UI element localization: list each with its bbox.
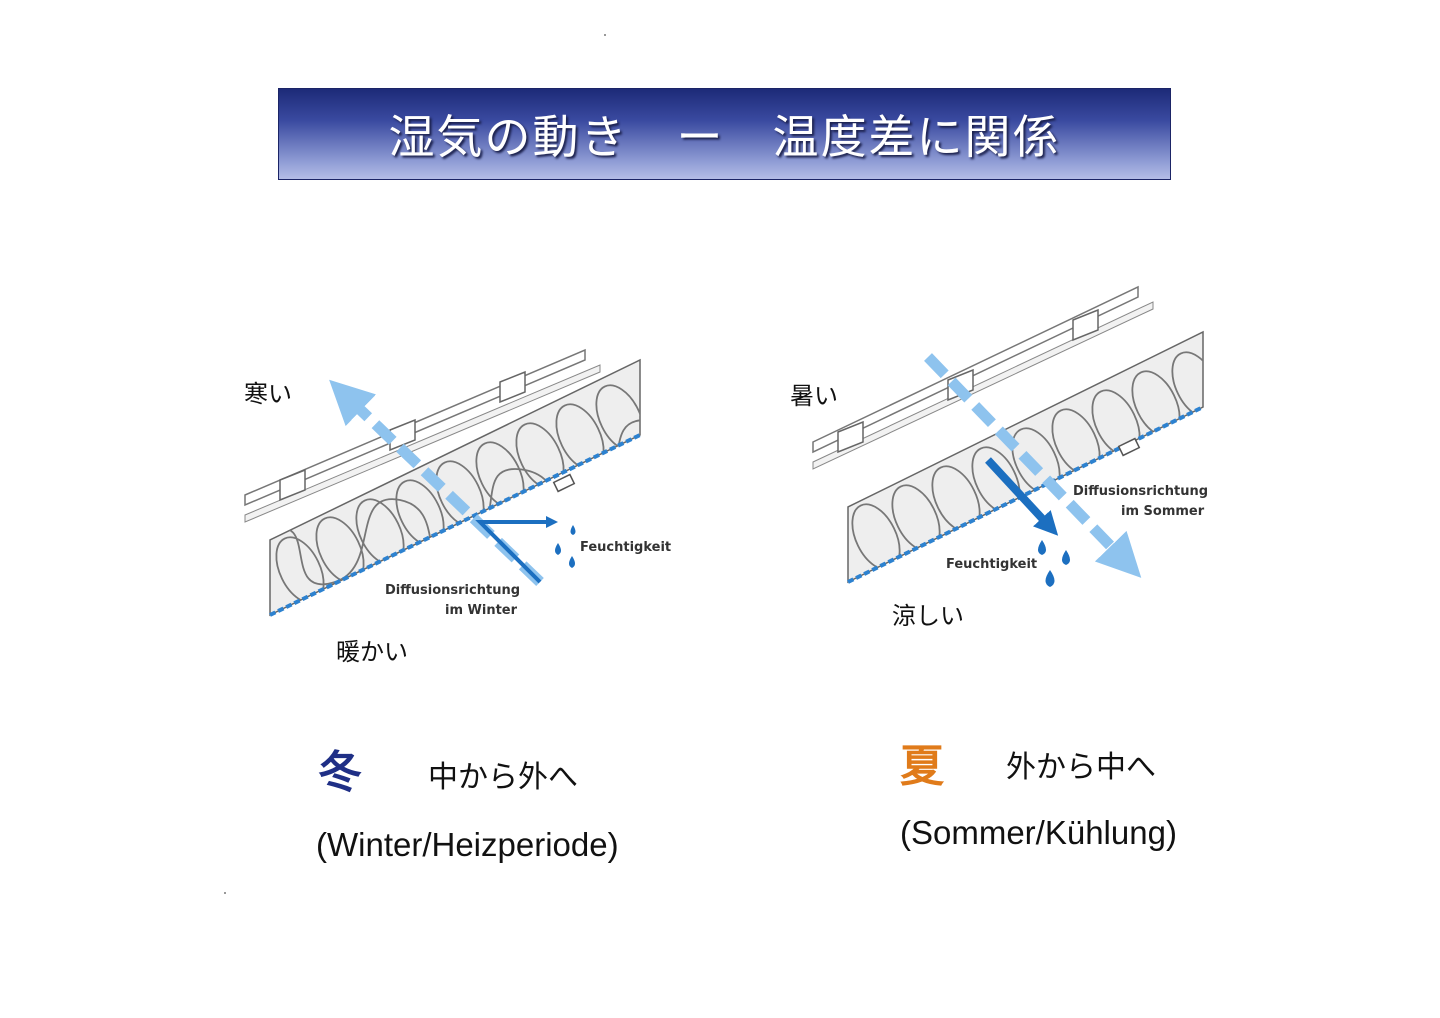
summer-season-char: 夏 — [900, 741, 944, 792]
winter-moisture-drops-icon — [555, 525, 576, 568]
title-banner: 湿気の動き ー 温度差に関係 — [278, 88, 1171, 180]
summer-inside-label: 涼しい — [892, 602, 964, 630]
winter-diffusion-label-2: im Winter — [445, 603, 518, 618]
summer-direction: 外から中へ — [1006, 750, 1156, 785]
page-title: 湿気の動き ー 温度差に関係 — [388, 110, 1061, 164]
summer-moisture-arrow — [985, 457, 1059, 536]
winter-roof-diagram: Feuchtigkeit Diffusionsrichtung im Winte… — [244, 348, 671, 618]
summer-moisture-drops-icon — [1038, 540, 1070, 587]
winter-diffusion-label-1: Diffusionsrichtung — [385, 583, 520, 598]
summer-roof-diagram: Feuchtigkeit Diffusionsrichtung im Somme… — [812, 285, 1208, 587]
summer-roof-structure — [812, 285, 1204, 584]
summer-diffusion-label-1: Diffusionsrichtung — [1073, 484, 1208, 499]
winter-moisture-label: Feuchtigkeit — [580, 540, 671, 555]
winter-inside-label: 暖かい — [336, 638, 408, 666]
scan-dot — [224, 892, 226, 894]
summer-diffusion-label-2: im Sommer — [1121, 504, 1205, 519]
scan-dot — [604, 34, 606, 36]
winter-roof-structure — [244, 348, 641, 617]
winter-moisture-arrow — [475, 516, 558, 584]
winter-direction: 中から外へ — [428, 760, 578, 795]
winter-outside-label: 寒い — [244, 380, 292, 408]
summer-diffusion-arrow — [924, 353, 1142, 578]
summer-outside-label: 暑い — [790, 382, 838, 410]
winter-season-char: 冬 — [318, 747, 362, 798]
winter-subtitle: (Winter/Heizperiode) — [316, 826, 619, 863]
summer-moisture-label: Feuchtigkeit — [946, 557, 1037, 572]
summer-subtitle: (Sommer/Kühlung) — [900, 814, 1177, 851]
